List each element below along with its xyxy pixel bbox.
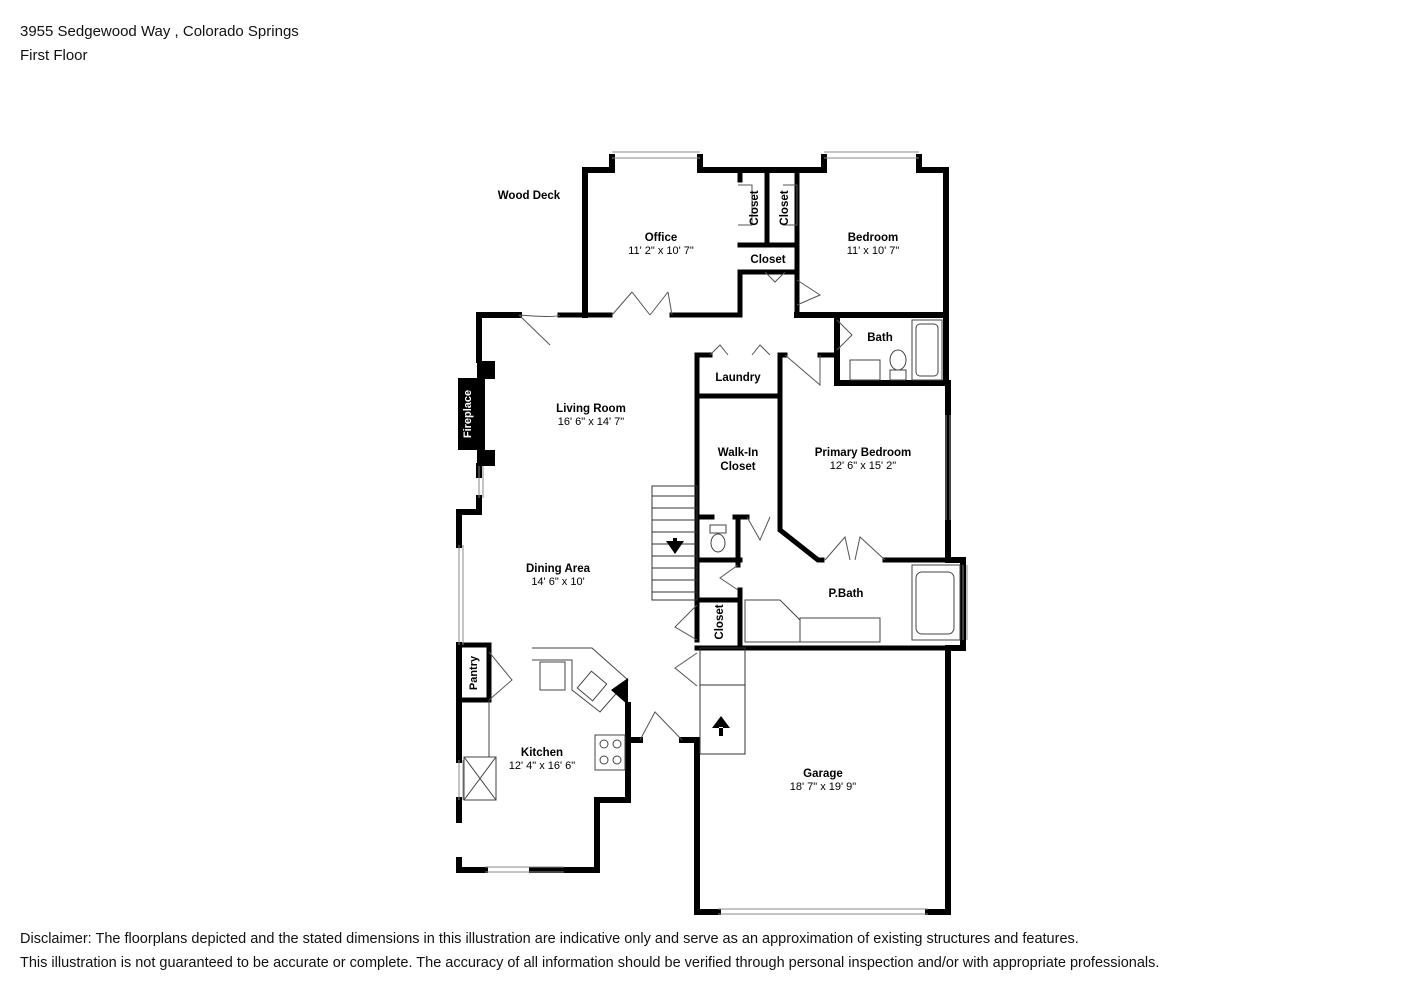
stairs <box>651 485 746 755</box>
exterior-walls <box>456 154 966 915</box>
bedroom-name: Bedroom <box>848 232 898 244</box>
office-name: Office <box>645 232 678 244</box>
wood-deck-label: Wood Deck <box>498 190 561 202</box>
closet-bedroom-label: Closet <box>779 190 791 225</box>
bedroom-dims: 11' x 10' 7" <box>847 245 900 257</box>
fireplace-label: Fireplace <box>462 390 474 438</box>
closet-office-label: Closet <box>749 190 761 225</box>
kitchen-name: Kitchen <box>521 747 563 759</box>
disclaimer-line1: Disclaimer: The floorplans depicted and … <box>20 931 1079 947</box>
stair-up-arrow <box>712 716 730 736</box>
garage-name: Garage <box>803 768 843 780</box>
disclaimer-line2: This illustration is not guaranteed to b… <box>20 955 1160 971</box>
bath-label: Bath <box>867 332 893 344</box>
living-room-name: Living Room <box>556 403 626 415</box>
doors <box>488 184 886 741</box>
kitchen-dims: 12' 4" x 16' 6" <box>509 760 576 772</box>
garage-dims: 18' 7" x 19' 9" <box>790 781 857 793</box>
interior-walls <box>557 167 966 651</box>
living-room-dims: 16' 6" x 14' 7" <box>558 416 625 428</box>
fixtures <box>463 319 961 801</box>
dining-area-name: Dining Area <box>526 563 591 575</box>
pantry-label: Pantry <box>468 655 480 690</box>
office-dims: 11' 2" x 10' 7" <box>628 245 694 257</box>
property-address: 3955 Sedgewood Way , Colorado Springs <box>20 23 299 40</box>
fireplace: Fireplace <box>458 361 495 466</box>
closet-hall-label: Closet <box>750 254 785 266</box>
laundry-label: Laundry <box>715 372 761 384</box>
floor-name: First Floor <box>20 47 88 64</box>
walk-in-closet-line1: Walk-In <box>718 447 758 459</box>
dining-area-dims: 14' 6" x 10' <box>531 576 584 588</box>
kitchen-corner <box>611 678 628 705</box>
walk-in-closet-line2: Closet <box>720 461 755 473</box>
pantry: Pantry <box>456 642 492 703</box>
primary-bedroom-name: Primary Bedroom <box>815 447 912 459</box>
primary-bedroom-dims: 12' 6" x 15' 2" <box>830 460 897 472</box>
stair-down-arrow <box>666 538 684 554</box>
closet-pbath-label: Closet <box>714 604 726 639</box>
windows <box>458 151 968 915</box>
p-bath-label: P.Bath <box>829 588 864 600</box>
